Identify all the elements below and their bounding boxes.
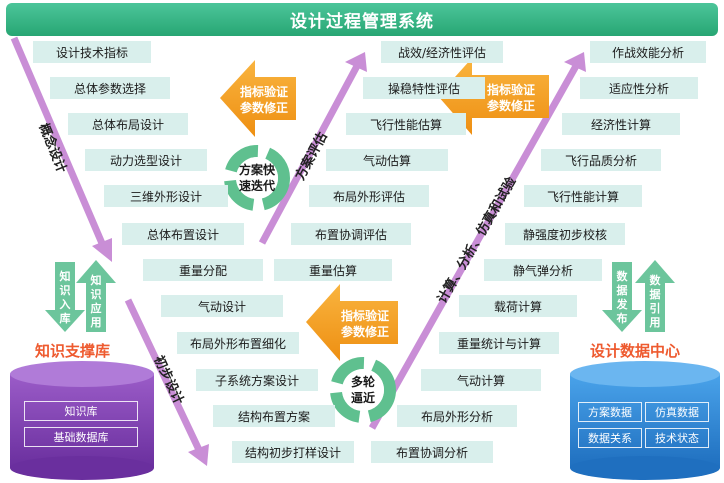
process-box-left: 动力选型设计	[85, 149, 207, 171]
process-box-middle: 战效/经济性评估	[381, 41, 503, 63]
preliminary-design-arrow	[124, 298, 209, 466]
data-publish-label: 数据发布	[616, 270, 628, 325]
process-box-left: 重量分配	[143, 259, 263, 281]
process-box-left: 总体布局设计	[68, 113, 188, 135]
page-title: 设计过程管理系统	[6, 3, 718, 36]
knowledge-apply-label: 知识应用	[90, 274, 102, 329]
process-box-left: 总体参数选择	[50, 77, 170, 99]
rapid-iteration-cycle	[224, 145, 290, 211]
process-box-middle: 布置协调评估	[291, 223, 411, 245]
multi-round-text: 多轮 逼近	[338, 374, 388, 406]
rapid-iteration-line1: 方案快	[238, 163, 275, 177]
process-box-left: 气动设计	[161, 295, 283, 317]
process-box-left: 三维外形设计	[104, 185, 228, 207]
process-box-middle: 载荷计算	[459, 295, 577, 317]
knowledge-apply-arrow	[76, 260, 116, 332]
data-relation-item: 数据关系	[578, 428, 642, 448]
multi-round-line2: 逼近	[350, 391, 375, 405]
orange-arrow-2-text: 指标验证 参数修正	[480, 82, 542, 114]
data-reference-arrow	[635, 260, 675, 332]
process-box-middle: 布局外形评估	[309, 185, 429, 207]
orange-arrow-1-line1: 指标验证	[239, 85, 288, 99]
orange-arrow-1	[220, 60, 296, 137]
technical-status-item: 技术状态	[645, 428, 709, 448]
knowledge-in-label: 知识入库	[59, 270, 71, 325]
rapid-iteration-text: 方案快 速迭代	[232, 162, 282, 194]
data-reference-label: 数据引用	[649, 274, 661, 329]
process-box-middle: 重量统计与计算	[439, 332, 559, 354]
multi-round-cycle	[330, 357, 396, 423]
process-box-middle: 布局外形分析	[397, 405, 517, 427]
process-box-left: 结构布置方案	[213, 405, 335, 427]
concept-design-arrow	[10, 36, 112, 262]
process-box-right: 静强度初步校核	[505, 223, 625, 245]
data-publish-arrow	[602, 262, 642, 332]
orange-arrow-1-line2: 参数修正	[239, 101, 288, 115]
orange-arrow-3	[306, 284, 398, 361]
data-center-title: 设计数据中心	[590, 342, 681, 360]
multi-round-line1: 多轮	[350, 375, 375, 389]
base-database-item: 基础数据库	[24, 427, 138, 447]
knowledge-in-arrow	[45, 262, 85, 332]
orange-arrow-2-line2: 参数修正	[486, 99, 535, 113]
process-box-left: 结构初步打样设计	[232, 441, 354, 463]
process-box-right: 飞行性能计算	[524, 185, 642, 207]
process-box-left: 布局外形布置细化	[177, 332, 299, 354]
process-box-right: 作战效能分析	[590, 41, 706, 63]
knowledge-library-title: 知识支撑库	[35, 342, 111, 360]
orange-arrow-3-text: 指标验证 参数修正	[334, 308, 396, 340]
scheme-evaluation-arrow	[258, 52, 367, 245]
simulation-data-item: 仿真数据	[645, 402, 709, 422]
knowledge-base-item: 知识库	[24, 401, 138, 421]
orange-arrow-1-text: 指标验证 参数修正	[233, 84, 295, 116]
scheme-data-item: 方案数据	[578, 402, 642, 422]
process-box-middle: 操稳特性评估	[363, 77, 485, 99]
process-box-middle: 布置协调分析	[371, 441, 493, 463]
process-box-right: 适应性分析	[580, 77, 698, 99]
orange-arrow-3-line1: 指标验证	[340, 309, 389, 323]
process-box-left: 子系统方案设计	[196, 369, 318, 391]
computation-analysis-arrow	[368, 52, 586, 430]
process-box-middle: 气动估算	[326, 149, 448, 171]
process-box-right: 经济性计算	[562, 113, 680, 135]
process-box-middle: 气动计算	[421, 369, 541, 391]
process-box-left: 设计技术指标	[33, 41, 151, 63]
process-box-middle: 重量估算	[274, 259, 392, 281]
process-box-left: 总体布置设计	[122, 223, 244, 245]
orange-arrow-2-line1: 指标验证	[486, 83, 535, 97]
process-box-right: 飞行品质分析	[541, 149, 661, 171]
rapid-iteration-line2: 速迭代	[238, 179, 275, 193]
process-box-middle: 飞行性能估算	[346, 113, 466, 135]
knowledge-database-cylinder	[10, 361, 154, 480]
process-box-right: 静气弹分析	[484, 259, 602, 281]
orange-arrow-3-line2: 参数修正	[340, 325, 389, 339]
